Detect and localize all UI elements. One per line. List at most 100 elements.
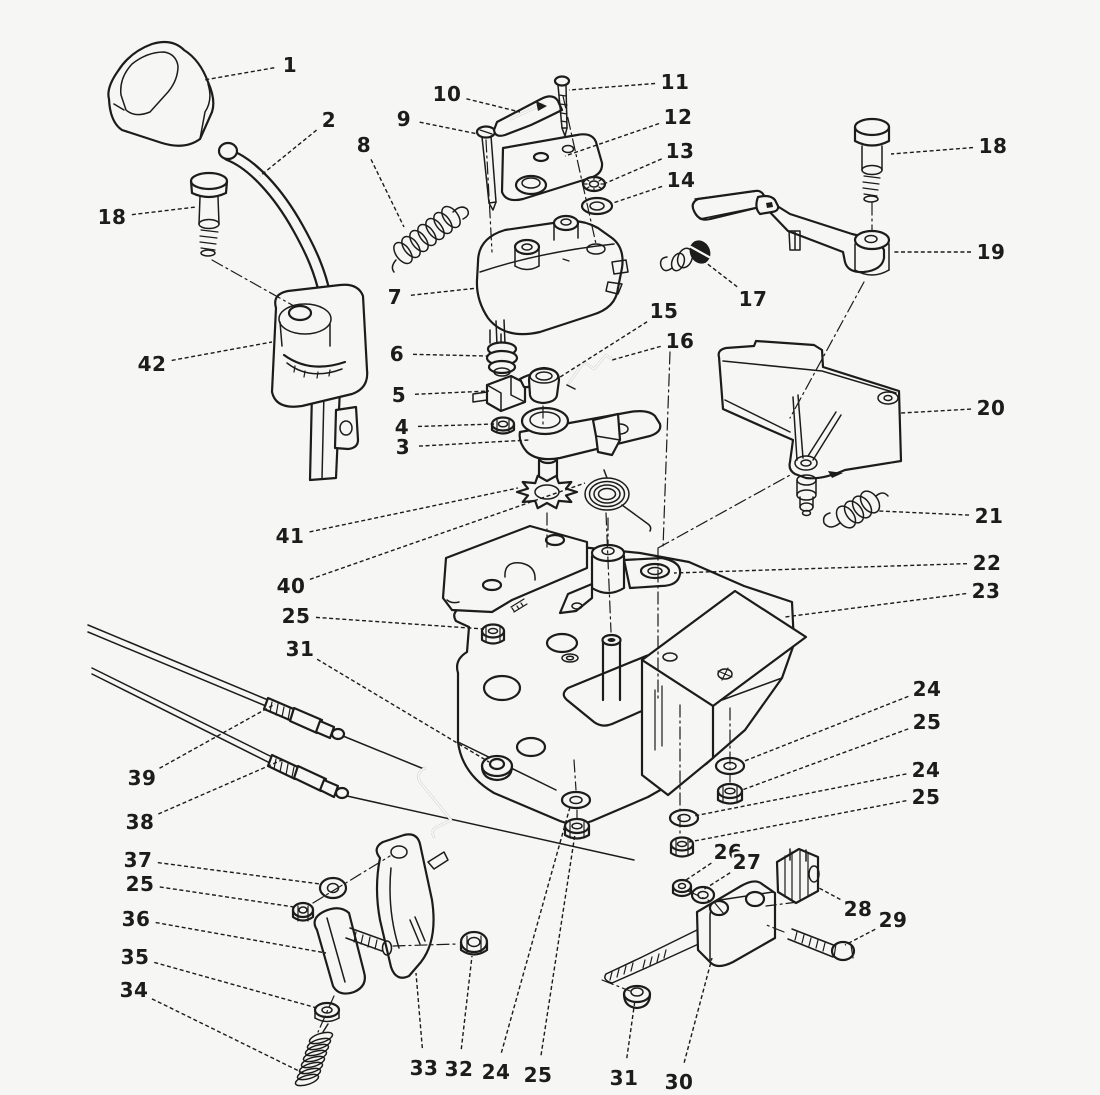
callout-label-18-11: 18 <box>979 134 1008 158</box>
callout-leader-22-23 <box>673 562 968 574</box>
nut-25-lower-left <box>291 901 315 922</box>
callout-label-30-41: 30 <box>665 1070 694 1094</box>
callout-label-27-47: 27 <box>733 850 762 874</box>
callout-leader-26-46 <box>685 862 712 881</box>
torsion-spring-40 <box>584 469 652 532</box>
callout-label-35-34: 35 <box>121 945 150 969</box>
callout-label-42-3: 42 <box>138 352 167 376</box>
callout-leader-5-18 <box>414 390 490 395</box>
clevis-30 <box>604 880 777 984</box>
callout-label-34-35: 34 <box>120 978 149 1002</box>
callout-leader-33-36 <box>415 972 424 1049</box>
callout-label-33-36: 33 <box>410 1056 439 1080</box>
shift-knob-1 <box>107 40 215 147</box>
callout-leader-11-7 <box>568 82 656 91</box>
callout-label-15-15: 15 <box>650 299 679 323</box>
callout-label-18-2: 18 <box>98 205 127 229</box>
callout-leader-39-29 <box>159 703 276 769</box>
callout-label-37-31: 37 <box>124 848 153 872</box>
callout-leader-24-42 <box>741 695 909 763</box>
callout-label-1-0: 1 <box>283 53 297 77</box>
t-handle-36 <box>313 907 393 995</box>
callout-label-32-37: 32 <box>445 1057 474 1081</box>
collar-35 <box>313 1001 341 1023</box>
callout-label-25-43: 25 <box>913 710 942 734</box>
callout-leader-37-31 <box>157 861 321 885</box>
washer-37 <box>318 876 348 900</box>
lever-plate-3 <box>518 406 662 461</box>
callout-leader-41-25 <box>309 487 519 533</box>
callout-leader-31-40 <box>626 999 636 1059</box>
detent-spring-17 <box>659 240 711 272</box>
callout-leader-23-24 <box>784 592 967 618</box>
callout-leader-25-43 <box>741 728 909 791</box>
nut-25-upper <box>480 623 506 645</box>
callout-label-24-42: 24 <box>913 677 942 701</box>
callout-label-25-39: 25 <box>524 1063 553 1087</box>
callout-label-24-44: 24 <box>912 758 941 782</box>
cam-arm-19 <box>691 189 891 276</box>
callout-leader-29-49 <box>844 928 876 946</box>
callout-label-25-45: 25 <box>912 785 941 809</box>
callout-label-23-24: 23 <box>972 579 1001 603</box>
callout-leader-36-33 <box>155 921 327 954</box>
callout-leader-14-10 <box>612 185 663 204</box>
washer-24-right-b <box>668 808 700 828</box>
callout-leader-25-39 <box>540 833 576 1056</box>
lever-bezel-42 <box>270 283 369 408</box>
callout-leader-30-41 <box>683 957 713 1063</box>
alignment-centerlines <box>211 95 873 1033</box>
callout-leader-1-0 <box>203 67 275 81</box>
callout-label-4-19: 4 <box>395 415 409 439</box>
callout-label-19-12: 19 <box>977 240 1006 264</box>
callout-leader-18-2 <box>131 206 197 216</box>
callout-label-40-26: 40 <box>277 574 306 598</box>
slotted-plate-10 <box>492 95 564 137</box>
callout-leader-17-13 <box>704 261 738 288</box>
stop-bracket-33 <box>375 833 435 979</box>
washer-27 <box>690 885 716 905</box>
cover-plate-12 <box>500 133 604 202</box>
callout-leader-40-26 <box>309 482 586 581</box>
shoulder-bolt-18-left <box>189 171 229 257</box>
callout-leader-34-35 <box>151 998 306 1075</box>
grommet-31-bottom <box>622 984 652 1010</box>
callout-leader-9-5 <box>419 121 479 135</box>
bolt-29 <box>787 928 856 962</box>
callout-leader-31-28 <box>316 658 490 763</box>
callout-label-26-46: 26 <box>714 840 743 864</box>
callout-leader-25-45 <box>688 800 907 843</box>
callout-label-8-4: 8 <box>357 133 371 157</box>
z-link-rod <box>417 766 453 870</box>
nut-26 <box>671 878 693 898</box>
callout-label-20-21: 20 <box>977 396 1006 420</box>
flat-washer-14 <box>580 196 614 216</box>
callout-label-16-16: 16 <box>666 329 695 353</box>
spring-clip-16 <box>566 353 615 390</box>
spring-washer-stack-6 <box>485 319 519 377</box>
callout-label-17-13: 17 <box>739 287 768 311</box>
callout-label-7-14: 7 <box>388 285 402 309</box>
callout-leader-6-17 <box>412 353 488 357</box>
callout-label-12-8: 12 <box>664 105 693 129</box>
callout-label-31-28: 31 <box>286 637 315 661</box>
callout-label-2-1: 2 <box>322 108 336 132</box>
callout-leader-3-20 <box>418 439 530 447</box>
callout-leader-35-34 <box>154 961 318 1009</box>
cable-lower <box>91 667 635 861</box>
callout-leader-25-27 <box>315 616 485 630</box>
lock-washer-13 <box>581 175 607 193</box>
cable-upper <box>87 624 425 770</box>
callout-label-3-20: 3 <box>396 435 410 459</box>
callout-leader-27-47 <box>702 872 731 891</box>
callout-label-31-40: 31 <box>610 1066 639 1090</box>
line-art <box>87 40 903 1087</box>
control-housing-7 <box>475 214 629 347</box>
callout-label-39-29: 39 <box>128 766 157 790</box>
callout-leader-24-38 <box>500 806 571 1053</box>
callout-leader-21-22 <box>878 510 970 516</box>
spring-34 <box>294 1023 334 1087</box>
callout-label-14-10: 14 <box>667 168 696 192</box>
callout-label-21-22: 21 <box>975 504 1004 528</box>
